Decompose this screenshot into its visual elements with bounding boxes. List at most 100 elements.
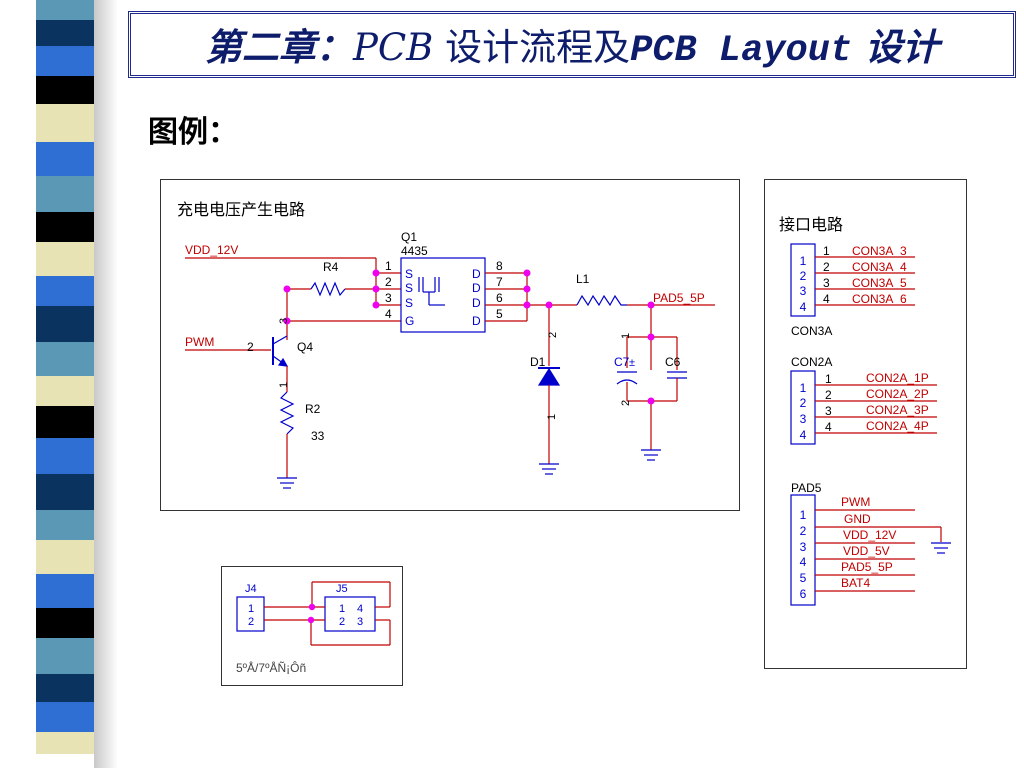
- con2a-net-3: CON2A_3P: [866, 403, 929, 417]
- jumper-caption: 5ºÅ/7ºÅÑ¡Ôñ: [236, 660, 306, 675]
- charge-circuit-panel: 充电电压产生电路 VDD_12V PWM Q1 4435 R4 Q4 2 3 1…: [160, 179, 740, 511]
- sidebar-stripe: [36, 574, 94, 608]
- con3a-box-pin-3: 3: [800, 284, 807, 298]
- pwm-label: PWM: [185, 335, 214, 349]
- con2a-box-pin-3: 3: [800, 412, 807, 426]
- vdd-label: VDD_12V: [185, 243, 238, 257]
- sidebar-stripe: [36, 674, 94, 702]
- d1-pin-bottom: 1: [546, 414, 558, 420]
- con3a-connector: [790, 243, 816, 317]
- pad5-box-pin-1: 1: [800, 508, 807, 522]
- interface-circuit-schematic: 接口电路 1 2 3 4 1 2 3 4 CON3A_3 CON3A_4: [779, 216, 951, 606]
- c7-pin-bottom: 2: [620, 400, 632, 406]
- sidebar-stripe: [36, 212, 94, 242]
- title-design: 设计: [852, 25, 940, 69]
- con3a-net-3: CON3A_5: [852, 276, 907, 290]
- sidebar-stripe: [36, 342, 94, 376]
- con2a-box-pin-2: 2: [800, 396, 807, 410]
- l1-label: L1: [576, 272, 590, 286]
- sidebar-stripe: [36, 540, 94, 574]
- q1-pin-6: 6: [496, 291, 503, 305]
- q1-pin-4: 4: [385, 307, 392, 321]
- con3a-box-pin-1: 1: [800, 254, 807, 268]
- j5-label: J5: [336, 583, 348, 595]
- con3a-pin-3: 3: [823, 276, 830, 290]
- l1-inductor: [576, 294, 627, 307]
- pad5-net-3: VDD_12V: [843, 528, 896, 542]
- jumper-panel: J4 J5 1 2 1 2 4 3 5ºÅ/7ºÅÑ¡Ôñ: [221, 566, 403, 686]
- c7-pin-top: 1: [620, 333, 632, 339]
- q1-mosfet: [400, 257, 486, 333]
- sidebar-stripe: [36, 76, 94, 104]
- pad5-box-pin-5: 5: [800, 571, 807, 585]
- sidebar-stripe: [36, 638, 94, 674]
- q1-pin-7: 7: [496, 275, 503, 289]
- sidebar-stripe: [36, 608, 94, 638]
- con2a-pin-4: 4: [825, 420, 832, 434]
- q1-pin-2: 2: [385, 275, 392, 289]
- sidebar-stripe: [36, 104, 94, 142]
- con2a-box-pin-1: 1: [800, 381, 807, 395]
- q1-letter-6: D: [472, 296, 481, 310]
- pad5-net-2: GND: [844, 512, 871, 526]
- r2-value: 33: [311, 429, 325, 443]
- title-process: 设计流程及: [433, 26, 631, 69]
- q1-letter-8: D: [472, 267, 481, 281]
- sidebar-stripe: [36, 20, 94, 46]
- pad5-net-1: PWM: [841, 495, 870, 509]
- con2a-connector: [790, 370, 816, 445]
- q1-letter-4: G: [405, 314, 414, 328]
- q1-pin-1: 1: [385, 259, 392, 273]
- j4-connector: [236, 596, 265, 632]
- sidebar-stripe: [36, 702, 94, 732]
- pad5-ref: PAD5: [791, 481, 822, 495]
- sidebar-stripe: [36, 0, 94, 20]
- c7-label: C7: [614, 355, 630, 369]
- jumper-schematic: J4 J5 1 2 1 2 4 3 5ºÅ/7ºÅÑ¡Ôñ: [236, 581, 391, 675]
- j4-pin-2: 2: [248, 616, 254, 628]
- d1-label: D1: [530, 355, 546, 369]
- pad5-connector: [790, 494, 816, 606]
- con3a-pin-2: 2: [823, 260, 830, 274]
- con2a-box-pin-4: 4: [800, 428, 807, 442]
- con3a-pin-1: 1: [823, 244, 830, 258]
- pad5-box-pin-2: 2: [800, 524, 807, 538]
- sidebar-stripe: [36, 732, 94, 754]
- con2a-ref: CON2A: [791, 355, 832, 369]
- c7-plus: ±: [629, 357, 635, 369]
- jumper-junction: [307, 616, 315, 624]
- interface-circuit-heading: 接口电路: [779, 216, 843, 234]
- con3a-net-1: CON3A_3: [852, 244, 907, 258]
- d1-diode: [537, 367, 561, 386]
- sidebar-stripe: [36, 510, 94, 540]
- con2a-net-4: CON2A_4P: [866, 419, 929, 433]
- jumper-junction: [308, 603, 316, 611]
- con3a-ref: CON3A: [791, 324, 832, 338]
- pad5-box-pin-3: 3: [800, 540, 807, 554]
- con3a-box-pin-2: 2: [800, 269, 807, 283]
- q1-ref: Q1: [401, 230, 417, 244]
- con3a-net-4: CON3A_6: [852, 292, 907, 306]
- con3a-net-2: CON3A_4: [852, 260, 907, 274]
- q1-part: 4435: [401, 244, 428, 258]
- sidebar-stripe: [36, 176, 94, 212]
- q1-pin-5: 5: [496, 307, 503, 321]
- interface-circuit-panel: 接口电路 1 2 3 4 1 2 3 4 CON3A_3 CON3A_4: [764, 179, 967, 669]
- q1-pin-8: 8: [496, 259, 503, 273]
- con2a-pin-3: 3: [825, 404, 832, 418]
- sidebar-stripe: [36, 406, 94, 438]
- q4-emitter-pin: 1: [278, 382, 290, 388]
- sidebar-shadow: [94, 0, 118, 768]
- q1-letter-1: S: [405, 267, 413, 281]
- legend-heading: 图例：: [148, 115, 238, 150]
- q4-base-pin: 2: [247, 340, 254, 354]
- con2a-net-1: CON2A_1P: [866, 371, 929, 385]
- junction-dots: [283, 269, 655, 405]
- title-pcb: PCB: [352, 26, 434, 69]
- c6-label: C6: [665, 355, 681, 369]
- con3a-box-pin-4: 4: [800, 300, 807, 314]
- j5-connector: [324, 596, 376, 632]
- q4-label: Q4: [297, 340, 313, 354]
- sidebar-stripe: [36, 306, 94, 342]
- j4-label: J4: [245, 583, 257, 595]
